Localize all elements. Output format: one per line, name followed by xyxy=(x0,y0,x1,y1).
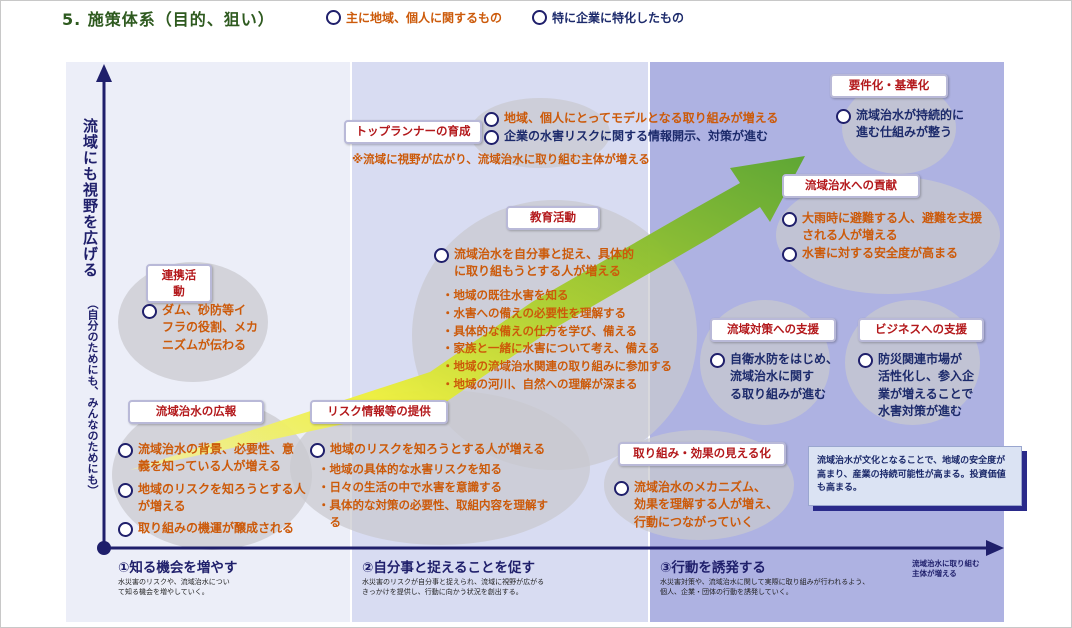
ring-icon xyxy=(118,522,133,537)
phase1-desc: 水災害のリスクや、流域治水につい て知る機会を増やしていく。 xyxy=(118,578,230,597)
item-taisaku: 自衛水防をはじめ、 流域治水に関す る取り組みが進む xyxy=(710,351,838,403)
ring-icon xyxy=(858,353,873,368)
item-top-2: 企業の水害リスクに関する情報開示、対策が進む xyxy=(484,128,768,145)
item-kyoiku: 流域治水を自分事と捉え、具体的に取り組もうとする人が増える xyxy=(434,246,634,281)
kyoiku-subitems: ・地域の既往水害を知る ・水害への備えの必要性を理解する ・具体的な備えの仕方を… xyxy=(442,288,672,392)
tag-risk: リスク情報等の提供 xyxy=(310,400,448,424)
tag-kyoiku: 教育活動 xyxy=(506,206,600,230)
item-kouken-1: 大雨時に避難する人、避難を支援される人が増える xyxy=(782,210,982,245)
tag-kouka: 流域治水の広報 xyxy=(128,400,264,424)
legend-company-label: 特に企業に特化したもの xyxy=(552,11,685,25)
risk-subitems: ・地域の具体的な水害リスクを知る ・日々の生活の中で水害を意識する ・具体的な対… xyxy=(318,462,548,530)
ring-icon xyxy=(836,109,851,124)
phase2-desc: 水災害のリスクが自分事と捉えられ、流域に視野が広がる きっかけを提供し、行動に向… xyxy=(362,578,545,597)
growth-arrow xyxy=(130,156,805,470)
phase1-title: ①知る機会を増やす xyxy=(118,560,238,576)
ring-icon xyxy=(484,130,499,145)
phase2-title: ②自分事と捉えることを促す xyxy=(362,560,536,576)
item-kouka-2: 地域のリスクを知ろうとする人が増える xyxy=(118,481,306,516)
ring-icon xyxy=(142,304,157,319)
ring-icon xyxy=(710,353,725,368)
legend-local-label: 主に地域、個人に関するもの xyxy=(346,11,503,25)
tag-youken: 要件化・基準化 xyxy=(830,74,948,98)
ring-icon xyxy=(118,443,133,458)
tag-mieruka: 取り組み・効果の見える化 xyxy=(618,442,786,466)
ring-icon xyxy=(434,248,449,263)
ring-icon xyxy=(310,443,325,458)
y-axis-label: 流域にも視野を広げる xyxy=(81,118,99,278)
ring-icon xyxy=(614,481,629,496)
phase3-title: ③行動を誘発する xyxy=(660,560,766,576)
x-axis-arrowhead xyxy=(986,540,1004,556)
tag-renkei: 連携活 動 xyxy=(146,264,212,304)
y-axis-sublabel: （自分のためにも、みんなのためにも） xyxy=(86,298,99,496)
axis-origin xyxy=(97,541,111,555)
item-top-1: 地域、個人にとってモデルとなる取り組みが増える xyxy=(484,110,778,127)
ring-icon xyxy=(782,247,797,262)
ring-icon xyxy=(326,10,341,25)
x-axis-label: 流域治水に取り組む 主体が増える xyxy=(912,559,980,578)
page-title: 5. 施策体系（目的、狙い） xyxy=(62,10,275,29)
item-renkei: ダム、砂防等イ フラの役割、メカ ニズムが伝わる xyxy=(142,302,258,354)
item-kouken-2: 水害に対する安全度が高まる xyxy=(782,245,958,262)
tag-taisaku: 流域対策への支援 xyxy=(710,318,836,342)
item-mieruka: 流域治水のメカニズム、 効果を理解する人が増え、 行動につながっていく xyxy=(614,479,778,531)
legend-company: 特に企業に特化したもの xyxy=(532,9,684,26)
summary-box: 流域治水が文化となることで、地域の安全度が 高まり、産業の持続可能性が高まる。投… xyxy=(808,446,1022,506)
tag-business: ビジネスへの支援 xyxy=(858,318,984,342)
ring-icon xyxy=(782,212,797,227)
item-kouka-3: 取り組みの機運が醸成される xyxy=(118,520,294,537)
legend-local: 主に地域、個人に関するもの xyxy=(326,9,502,26)
item-risk: 地域のリスクを知ろうとする人が増える xyxy=(310,441,545,458)
phase3-desc: 水災害対策や、流域治水に関して実際に取り組みが行われるよう、 個人、企業・団体の… xyxy=(660,578,870,597)
item-kouka-1: 流域治水の背景、必要性、意義を知っている人が増える xyxy=(118,441,294,476)
tag-kouken: 流域治水への貢献 xyxy=(782,174,920,198)
ring-icon xyxy=(532,10,547,25)
ring-icon xyxy=(484,112,499,127)
tag-top: トップランナーの育成 xyxy=(344,120,482,144)
item-youken: 流域治水が持続的に進む仕組みが整う xyxy=(836,107,964,142)
top-note: ※流域に視野が広がり、流域治水に取り組む主体が増える xyxy=(352,152,650,166)
ring-icon xyxy=(118,483,133,498)
item-business: 防災関連市場が 活性化し、参入企 業が増えることで 水害対策が進む xyxy=(858,351,974,421)
y-axis-arrowhead xyxy=(96,64,112,82)
